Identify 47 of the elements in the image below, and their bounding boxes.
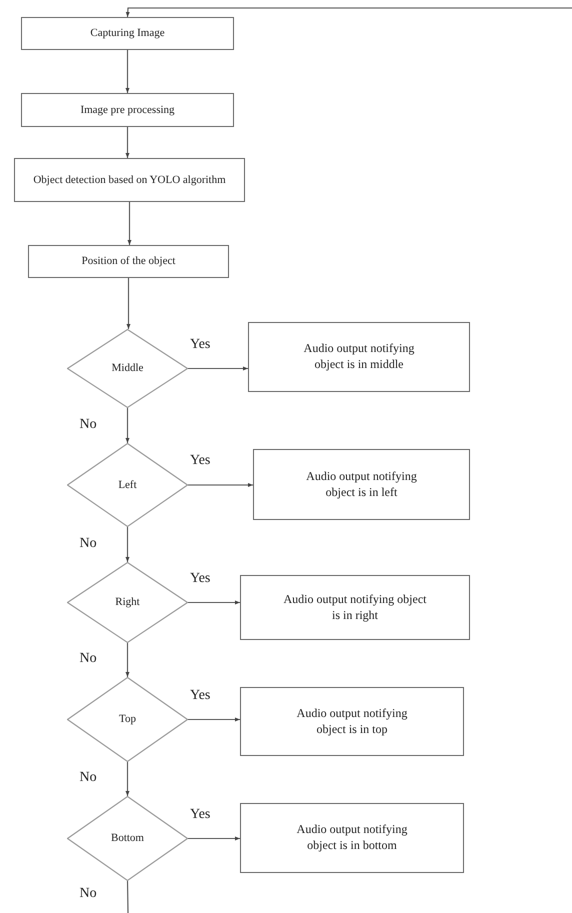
- connector-arrow: [188, 366, 248, 370]
- connector-arrow: [188, 600, 240, 604]
- process-box: [240, 687, 464, 756]
- connector-arrow: [126, 527, 130, 562]
- process-box: [240, 803, 464, 873]
- connector-arrow: [126, 7, 572, 18]
- edge-label: No: [80, 418, 97, 432]
- process-box: [248, 322, 470, 392]
- process-text: Audio output notifying object is in right: [282, 592, 428, 624]
- process-box: [28, 245, 229, 278]
- edge-label: Yes: [190, 572, 210, 586]
- decision-label: Bottom: [110, 831, 145, 846]
- edge-label: Yes: [190, 338, 210, 352]
- process-text: Audio output notifying object is in left: [305, 468, 418, 500]
- decision-label: Left: [117, 478, 138, 492]
- process-box: [253, 449, 470, 520]
- connector-arrow: [126, 127, 130, 158]
- edge-label: Yes: [190, 454, 210, 468]
- decision-label: Right: [114, 595, 141, 610]
- edge-label: No: [80, 887, 97, 901]
- decision-label: Top: [118, 712, 137, 727]
- connector-arrow: [126, 50, 130, 93]
- process-box: [21, 93, 234, 127]
- connector-arrow: [188, 718, 240, 722]
- connector-arrow: [126, 762, 130, 796]
- process-text: Audio output notifying object is in middle: [302, 341, 416, 373]
- edge-label: No: [80, 771, 97, 785]
- connector-arrow: [128, 202, 132, 245]
- connector-arrow: [188, 483, 253, 487]
- process-box: [21, 17, 234, 50]
- process-text: Audio output notifying object is in bottom: [296, 822, 408, 854]
- edge-label: Yes: [190, 688, 210, 702]
- process-text: Audio output notifying object is in top: [296, 706, 408, 738]
- connector-arrow: [126, 278, 130, 329]
- edge-label: Yes: [190, 808, 210, 822]
- process-text: Capturing Image: [89, 26, 166, 41]
- connector-arrow: [126, 408, 130, 443]
- decision-label: Middle: [110, 361, 144, 376]
- process-text: Position of the object: [80, 254, 176, 269]
- process-box: [14, 158, 245, 202]
- connector-arrow: [188, 836, 240, 840]
- process-box: [240, 575, 470, 640]
- process-text: Image pre processing: [79, 102, 176, 118]
- edge-label: No: [80, 536, 97, 550]
- connector-arrow: [126, 643, 130, 677]
- process-text: Object detection based on YOLO algorithm: [32, 172, 227, 188]
- edge-label: No: [80, 652, 97, 666]
